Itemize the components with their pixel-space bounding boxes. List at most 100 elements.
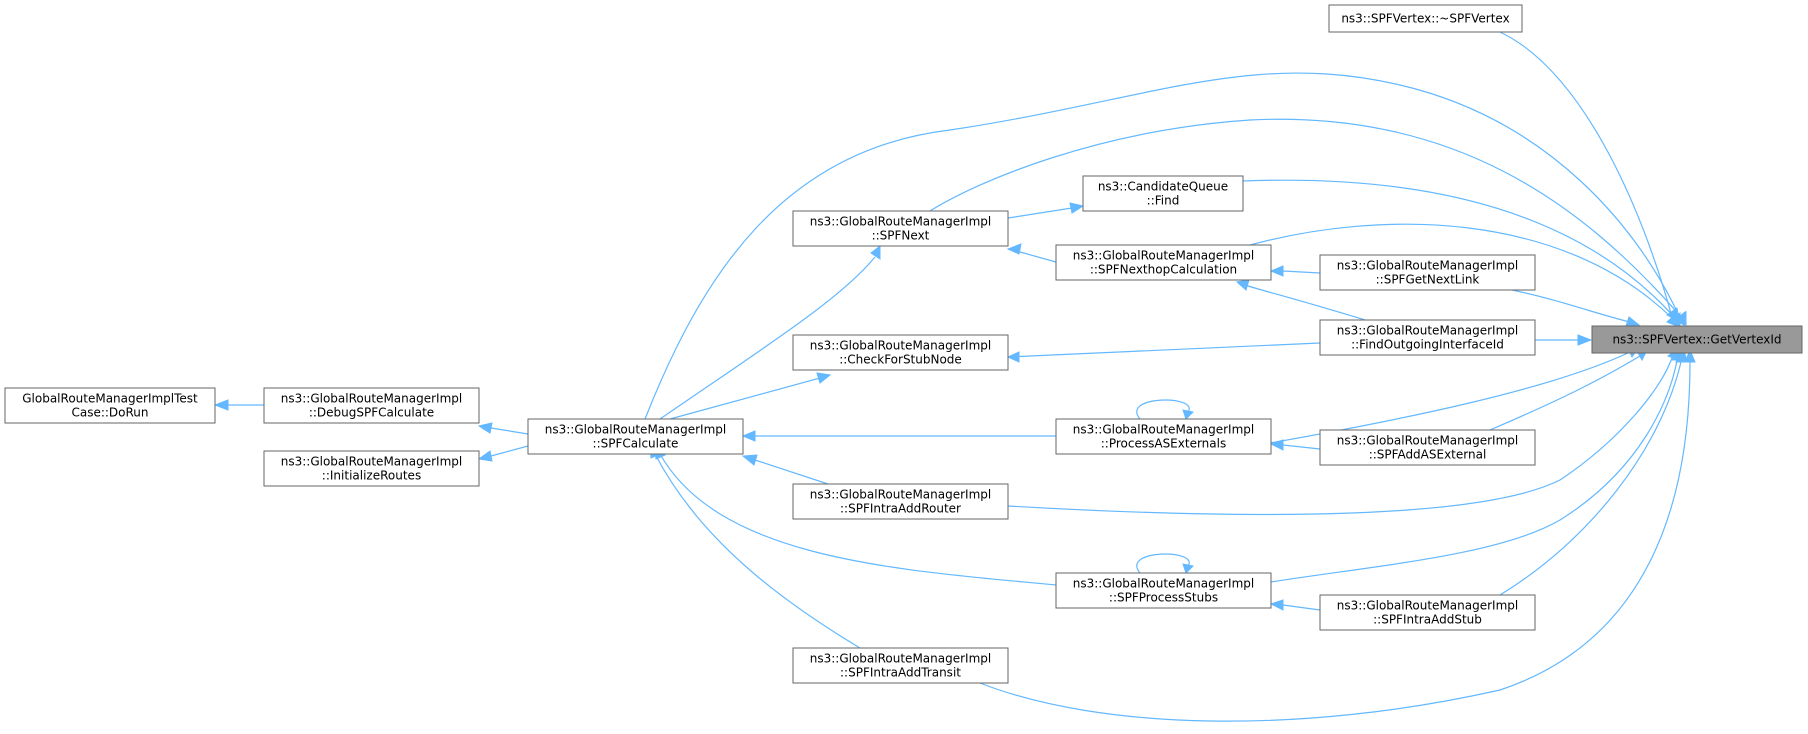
node-label: ns3::GlobalRouteManagerImpl <box>810 339 991 353</box>
edge-findoutgoing-nexthop-arrowhead <box>1235 279 1250 291</box>
node-intraaddtransit[interactable]: ns3::GlobalRouteManagerImpl::SPFIntraAdd… <box>792 647 1009 684</box>
node-label: ::SPFAddASExternal <box>1369 448 1487 462</box>
edge-nexthop-getvertexid <box>1249 223 1673 319</box>
node-processas[interactable]: ns3::GlobalRouteManagerImpl::ProcessASEx… <box>1055 418 1272 455</box>
edge-candidate-getvertexid <box>1242 179 1676 319</box>
node-box[interactable] <box>1319 254 1536 291</box>
edge-spfcalc-initroutes-arrowhead <box>477 450 493 462</box>
node-label: ns3::CandidateQueue <box>1098 180 1228 194</box>
node-box[interactable] <box>1319 319 1536 356</box>
edge-spfcalc-debugspf-arrowhead <box>477 422 493 434</box>
edge-processstubs-spfcalc <box>659 453 1057 586</box>
node-label: ::DebugSPFCalculate <box>309 406 434 420</box>
node-findoutgoing[interactable]: ns3::GlobalRouteManagerImpl::FindOutgoin… <box>1319 319 1536 356</box>
node-getnextlink[interactable]: ns3::GlobalRouteManagerImpl::SPFGetNextL… <box>1319 254 1536 291</box>
node-box[interactable] <box>1055 244 1272 281</box>
edge-getnextlink-nexthop <box>1282 270 1321 274</box>
node-box[interactable] <box>263 450 480 487</box>
edge-debugspf-doRun-arrowhead <box>213 399 229 411</box>
edge-nexthop-spfnext-arrowhead <box>1006 243 1022 255</box>
edge-processas-getvertexid <box>1269 351 1631 444</box>
node-label: ns3::GlobalRouteManagerImpl <box>810 488 991 502</box>
node-label: ns3::SPFVertex::GetVertexId <box>1612 333 1781 347</box>
edge-spfnext-candidate <box>1007 207 1073 219</box>
edge-spfcalc-getvertexid <box>644 72 1681 420</box>
node-label: ns3::GlobalRouteManagerImpl <box>281 455 462 469</box>
edge-getnextlink-getvertexid-arrowhead <box>1625 316 1641 327</box>
edge-getnextlink-getvertexid <box>1511 289 1631 323</box>
node-debugspf[interactable]: ns3::GlobalRouteManagerImpl::DebugSPFCal… <box>263 387 480 424</box>
edge-intraaddrouter-spfcalc-arrowhead <box>741 454 758 466</box>
node-label: ::SPFNext <box>872 229 930 243</box>
node-label: ns3::GlobalRouteManagerImpl <box>1337 259 1518 273</box>
edge-spfcalc-checkstub <box>669 377 821 420</box>
edge-intraaddstub-getvertexid <box>1499 361 1682 596</box>
node-label: ::CheckForStubNode <box>839 353 962 367</box>
node-box[interactable] <box>4 387 216 424</box>
node-label: ::SPFIntraAddStub <box>1373 613 1482 627</box>
node-box[interactable] <box>1055 572 1272 609</box>
node-label: ns3::SPFVertex::~SPFVertex <box>1341 12 1509 26</box>
edge-processas-spfcalc-arrowhead <box>741 430 756 442</box>
node-candidate_find[interactable]: ns3::CandidateQueue::Find <box>1082 175 1244 212</box>
node-label: ::SPFCalculate <box>593 437 679 451</box>
node-label: ::FindOutgoingInterfaceId <box>1351 338 1504 352</box>
edge-processstubs-processstubs-arrowhead <box>1182 563 1195 574</box>
node-spfnext[interactable]: ns3::GlobalRouteManagerImpl::SPFNext <box>792 210 1009 247</box>
node-box[interactable] <box>1591 325 1803 354</box>
edge-intraaddtransit-getvertexid-arrowhead <box>1684 348 1696 363</box>
edge-intraaddrouter-spfcalc <box>754 459 829 485</box>
node-label: ns3::GlobalRouteManagerImpl <box>1337 434 1518 448</box>
node-nexthop[interactable]: ns3::GlobalRouteManagerImpl::SPFNexthopC… <box>1055 244 1272 281</box>
node-processstubs[interactable]: ns3::GlobalRouteManagerImpl::SPFProcessS… <box>1055 572 1272 609</box>
edge-findoutgoing-checkstub <box>1007 342 1321 358</box>
edge-addasext-getvertexid <box>1489 355 1641 431</box>
node-label: ns3::GlobalRouteManagerImpl <box>545 423 726 437</box>
node-label: ::SPFNexthopCalculation <box>1090 263 1237 277</box>
node-getvertexid[interactable]: ns3::SPFVertex::GetVertexId <box>1591 325 1803 354</box>
node-checkstub[interactable]: ns3::GlobalRouteManagerImpl::CheckForStu… <box>792 334 1009 371</box>
node-box[interactable] <box>1055 418 1272 455</box>
edge-addasext-processas <box>1282 444 1321 450</box>
node-intraaddrouter[interactable]: ns3::GlobalRouteManagerImpl::SPFIntraAdd… <box>792 483 1009 520</box>
edge-intraaddrouter-getvertexid <box>1007 357 1673 516</box>
graph-nodes: ns3::SPFVertex::GetVertexId ns3::SPFVerte… <box>4 4 1803 684</box>
edge-nexthop-getvertexid-arrowhead <box>1666 311 1678 327</box>
node-destructor[interactable]: ns3::SPFVertex::~SPFVertex <box>1328 4 1523 33</box>
node-box[interactable] <box>1082 175 1244 212</box>
node-label: Case::DoRun <box>71 406 148 420</box>
node-label: ns3::GlobalRouteManagerImpl <box>810 652 991 666</box>
edge-findoutgoing-getvertexid-arrowhead <box>1577 334 1593 346</box>
node-label: ::SPFIntraAddTransit <box>840 666 961 680</box>
node-box[interactable] <box>792 210 1009 247</box>
node-label: ns3::GlobalRouteManagerImpl <box>1073 423 1254 437</box>
node-addasext[interactable]: ns3::GlobalRouteManagerImpl::SPFAddASExt… <box>1319 429 1536 466</box>
node-box[interactable] <box>1328 4 1523 33</box>
node-label: ::Find <box>1147 194 1180 208</box>
graph-edges <box>213 31 1696 722</box>
node-box[interactable] <box>527 418 744 455</box>
edge-processstubs-getvertexid <box>1270 359 1678 583</box>
edge-intraaddtransit-spfcalc <box>654 453 861 649</box>
node-box[interactable] <box>1319 594 1536 631</box>
node-box[interactable] <box>792 483 1009 520</box>
node-label: ::SPFProcessStubs <box>1109 591 1218 605</box>
edge-processstubs-processstubs <box>1136 553 1190 574</box>
edge-spfcalc-spfnext-arrowhead <box>870 244 881 260</box>
node-intraaddstub[interactable]: ns3::GlobalRouteManagerImpl::SPFIntraAdd… <box>1319 594 1536 631</box>
node-spfcalc[interactable]: ns3::GlobalRouteManagerImpl::SPFCalculat… <box>527 418 744 455</box>
node-box[interactable] <box>263 387 480 424</box>
node-box[interactable] <box>792 334 1009 371</box>
edge-addasext-processas-arrowhead <box>1269 439 1284 451</box>
node-box[interactable] <box>1319 429 1536 466</box>
edge-spfnext-candidate-arrowhead <box>1069 202 1085 214</box>
node-box[interactable] <box>792 647 1009 684</box>
node-initroutes[interactable]: ns3::GlobalRouteManagerImpl::InitializeR… <box>263 450 480 487</box>
node-label: ::SPFIntraAddRouter <box>840 502 961 516</box>
edge-findoutgoing-nexthop <box>1244 284 1366 321</box>
node-label: ::SPFGetNextLink <box>1376 273 1480 287</box>
edge-intraaddstub-processstubs <box>1282 604 1321 611</box>
node-label: ns3::GlobalRouteManagerImpl <box>1337 324 1518 338</box>
